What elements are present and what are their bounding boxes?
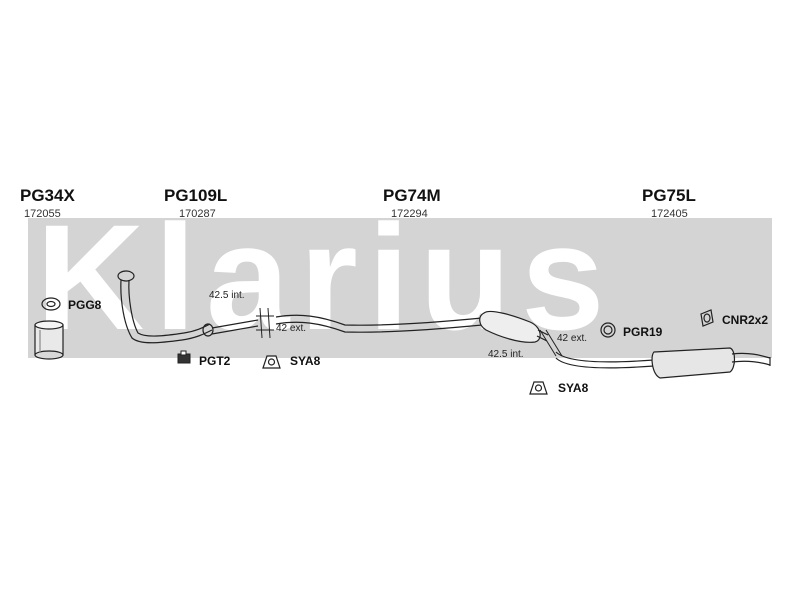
hanger-icon-left: [262, 355, 281, 369]
part-code-2: PG109L: [164, 186, 228, 205]
part-number-3: 172294: [391, 208, 428, 220]
rear-silencer-icon: [555, 347, 771, 379]
gasket-icon: [41, 297, 61, 311]
front-pipe-icon: [117, 270, 259, 344]
part-number-2: 170287: [179, 208, 216, 220]
label-pgg: PGG8: [68, 298, 102, 312]
label-pgr: PGR19: [623, 325, 663, 339]
part-number-1: 172055: [24, 208, 61, 220]
part-code-4: PG75L: [642, 186, 696, 205]
ring-gasket-icon: [600, 322, 616, 338]
left-joint-marker: [256, 307, 274, 339]
watermark-band: [28, 218, 772, 358]
dim-left-int: 42.5 int.: [209, 290, 245, 301]
part-number-4: 172405: [651, 208, 688, 220]
hanger-icon-right: [529, 381, 548, 395]
cone-ring-icon: [700, 309, 714, 327]
label-pgt: PGT2: [199, 354, 231, 368]
part-code-3: PG74M: [383, 186, 441, 205]
catalytic-converter-icon: [34, 320, 64, 360]
clamp-icon: [177, 350, 191, 364]
label-sya-right: SYA8: [558, 381, 589, 395]
middle-silencer-icon: [275, 310, 549, 343]
right-joint-marker: [539, 329, 563, 357]
dim-left-ext: 42 ext.: [276, 323, 307, 334]
part-code-1: PG34X: [20, 186, 75, 205]
dim-right-ext: 42 ext.: [557, 333, 588, 344]
dim-right-int: 42.5 int.: [488, 349, 524, 360]
label-sya-left: SYA8: [290, 354, 321, 368]
label-cnr: CNR2x2: [722, 313, 769, 327]
